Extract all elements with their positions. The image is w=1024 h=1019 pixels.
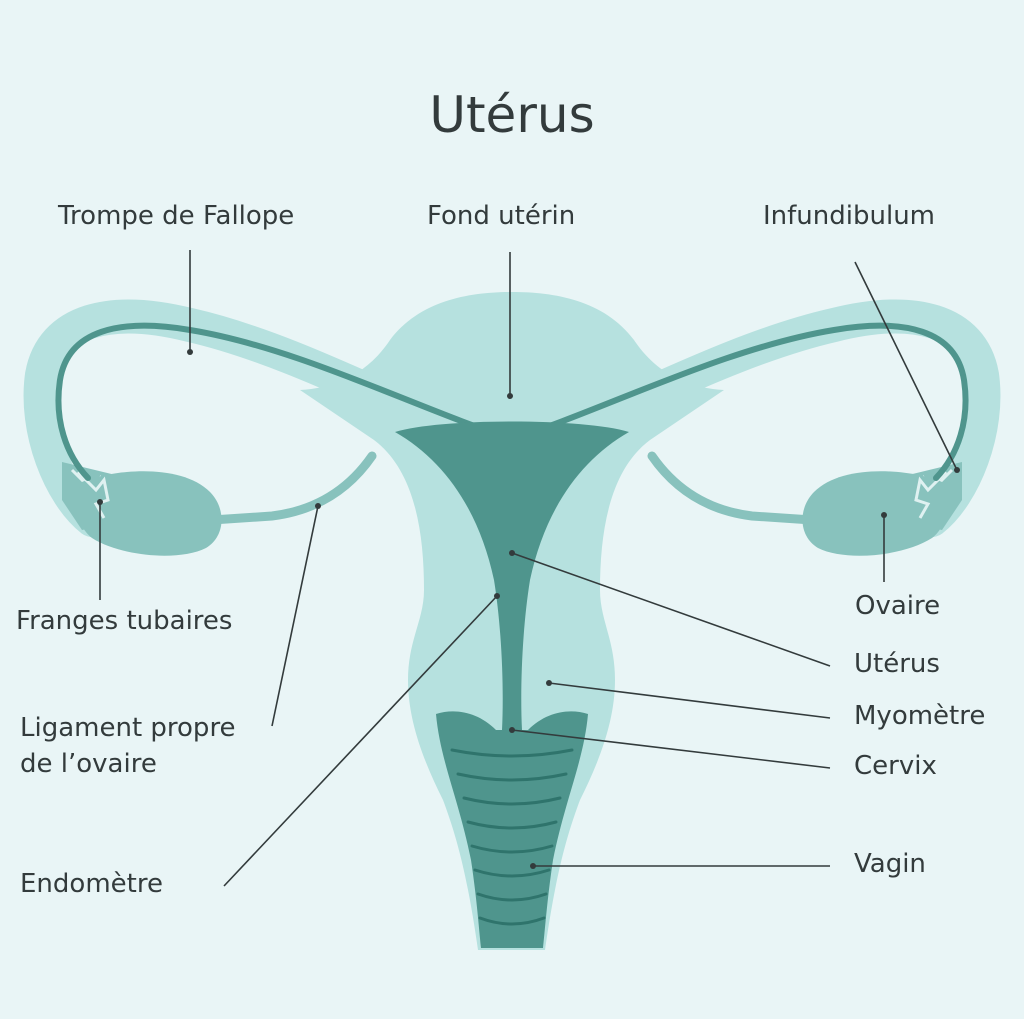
vagina [436,711,588,948]
label-fundus: Fond utérin [427,201,576,231]
page-title: Utérus [429,85,595,144]
ovary-right [802,471,948,556]
label-ovary: Ovaire [855,591,941,621]
endometrium-cavity [395,421,629,730]
label-ovarian-ligament-line2: de l’ovaire [20,749,157,779]
label-infundibulum: Infundibulum [763,201,935,231]
label-uterus: Utérus [854,649,940,679]
label-ovarian-ligament-line1: Ligament propre [20,713,236,743]
leader-dots [97,349,960,869]
label-fimbriae: Franges tubaires [16,606,233,636]
fallopian-tube-left-inner [55,322,518,481]
ovarian-ligament-left [207,451,377,525]
label-vagina: Vagin [854,849,926,879]
label-myometrium: Myomètre [854,701,986,731]
label-endometrium: Endomètre [20,869,163,899]
ovary-left-fringe [76,470,110,519]
label-cervix: Cervix [854,751,937,781]
ovary-left [76,471,222,556]
ovarian-ligament-right [647,451,817,525]
fallopian-tube-right-inner [506,322,969,481]
ovary-right-fringe [914,470,948,519]
label-fallopian-tube: Trompe de Fallope [58,201,295,231]
leader-lines [99,250,958,887]
vaginal-rugae [450,748,574,926]
